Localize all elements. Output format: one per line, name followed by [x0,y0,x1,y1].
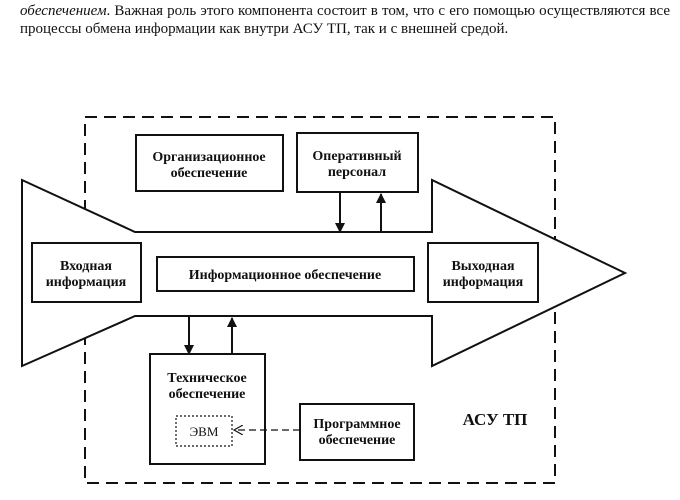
input-info-label-line2: информация [46,275,127,290]
asu-tp-label: АСУ ТП [463,410,528,429]
tech-support-label-line2: обеспечение [169,387,246,402]
input-info-label-line1: Входная [60,259,112,274]
org-support-label-line1: Организационное [152,150,265,165]
org-support-block: Организационное обеспечение [135,134,284,192]
software-block: Программное обеспечение [299,403,415,461]
intro-emphasis: обеспечением [20,3,107,19]
personnel-block: Оперативный персонал [296,132,419,193]
input-info-block: Входная информация [31,242,142,303]
tech-support-label-line1: Техническое [167,371,246,386]
evm-block: ЭВМ [175,415,233,447]
info-support-label: Информационное обеспечение [189,268,381,283]
info-support-block: Информационное обеспечение [156,256,415,292]
software-label-line2: обеспечение [319,433,396,448]
personnel-label-line2: персонал [328,165,386,180]
output-info-label-line1: Выходная [451,259,514,274]
personnel-label-line1: Оперативный [312,149,401,164]
tech-support-block: Техническое обеспечение [149,353,266,465]
output-info-block: Выходная информация [427,242,539,303]
evm-label: ЭВМ [190,424,219,439]
org-support-label-line2: обеспечение [171,166,248,181]
intro-paragraph: обеспечением. Важная роль этого компонен… [20,2,670,38]
intro-text: . Важная роль этого компонента состоит в… [20,3,670,37]
software-label-line1: Программное [313,417,400,432]
output-info-label-line2: информация [443,275,524,290]
